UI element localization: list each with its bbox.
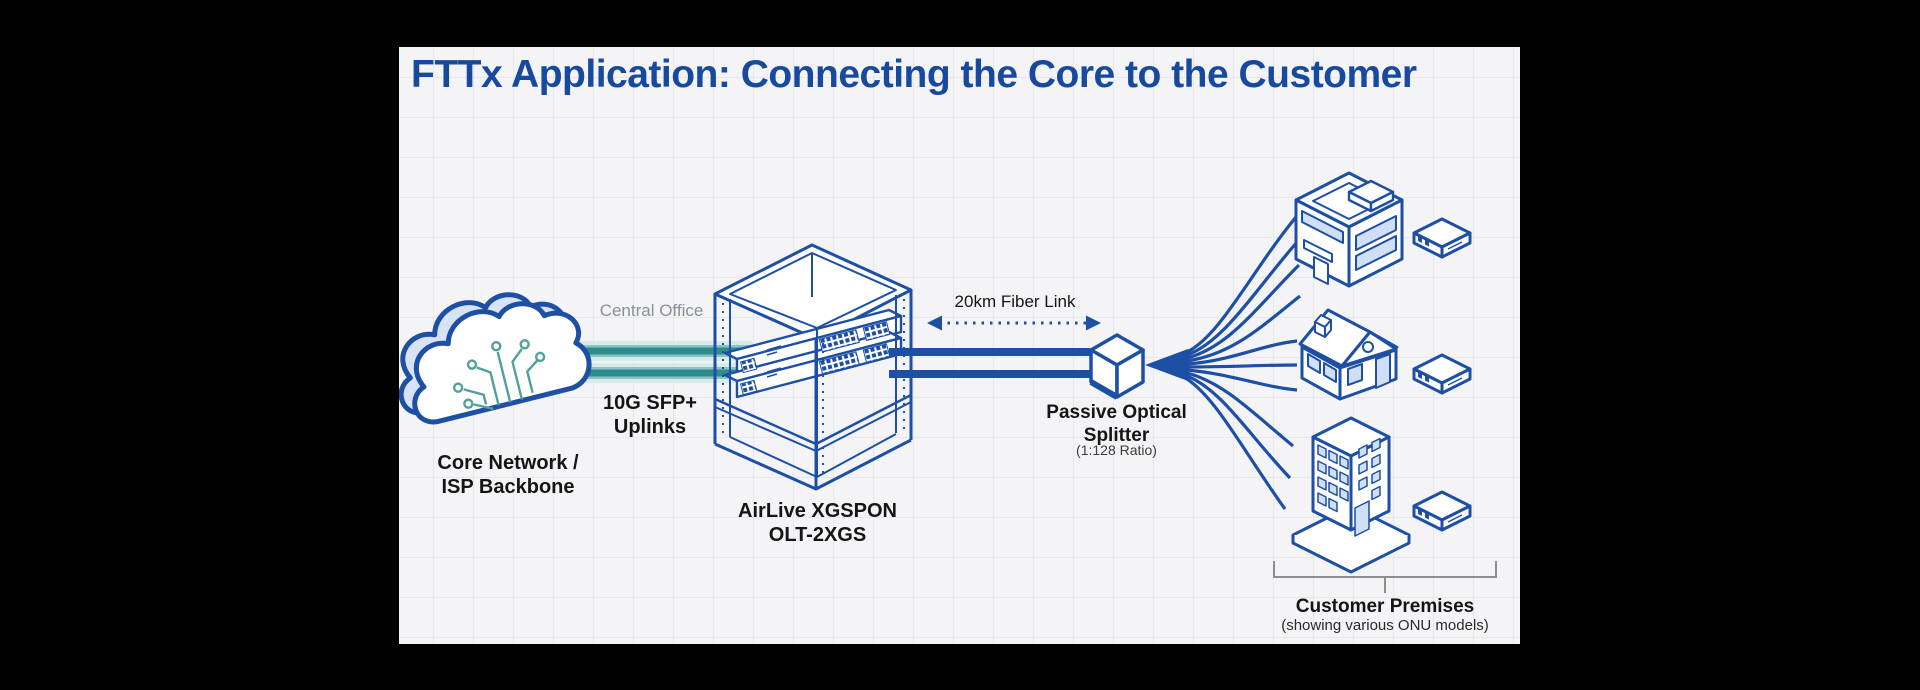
splitter-cube-icon (1089, 333, 1145, 400)
office-building-icon (1291, 416, 1411, 574)
fanout-fibers-icon (1145, 215, 1301, 510)
uplinks-label: 10G SFP+ Uplinks (603, 392, 697, 439)
dotted-double-arrow-icon (927, 315, 1101, 331)
onu-device-icon (1412, 217, 1472, 259)
splitter-label: Passive Optical Splitter (1046, 402, 1187, 447)
uplink-bands-icon (567, 341, 753, 383)
fttx-diagram (399, 171, 1497, 593)
customer-premises-sublabel: (showing various ONU models) (1281, 617, 1489, 634)
fiber-cables-icon (889, 348, 1109, 378)
server-rack-icon (713, 243, 913, 491)
shop-building-icon (1294, 171, 1404, 288)
olt-label: AirLive XGSPON OLT-2XGS (738, 500, 897, 547)
central-office-label: Central Office (599, 301, 704, 320)
onu-device-icon (1412, 353, 1472, 395)
splitter-ratio-label: (1:128 Ratio) (1076, 442, 1157, 458)
diagram-panel: FTTx Application: Connecting the Core to… (399, 47, 1520, 644)
cloud-circuit-icon (399, 292, 592, 425)
customer-premises-label: Customer Premises (1295, 596, 1475, 617)
olt-devices-icon (723, 308, 903, 399)
page-title: FTTx Application: Connecting the Core to… (411, 53, 1417, 96)
onu-device-icon (1412, 490, 1472, 532)
core-network-label: Core Network / ISP Backbone (437, 452, 579, 499)
house-building-icon (1298, 308, 1399, 401)
fiber-link-label: 20km Fiber Link (954, 292, 1076, 311)
premises-bracket (1273, 561, 1497, 593)
